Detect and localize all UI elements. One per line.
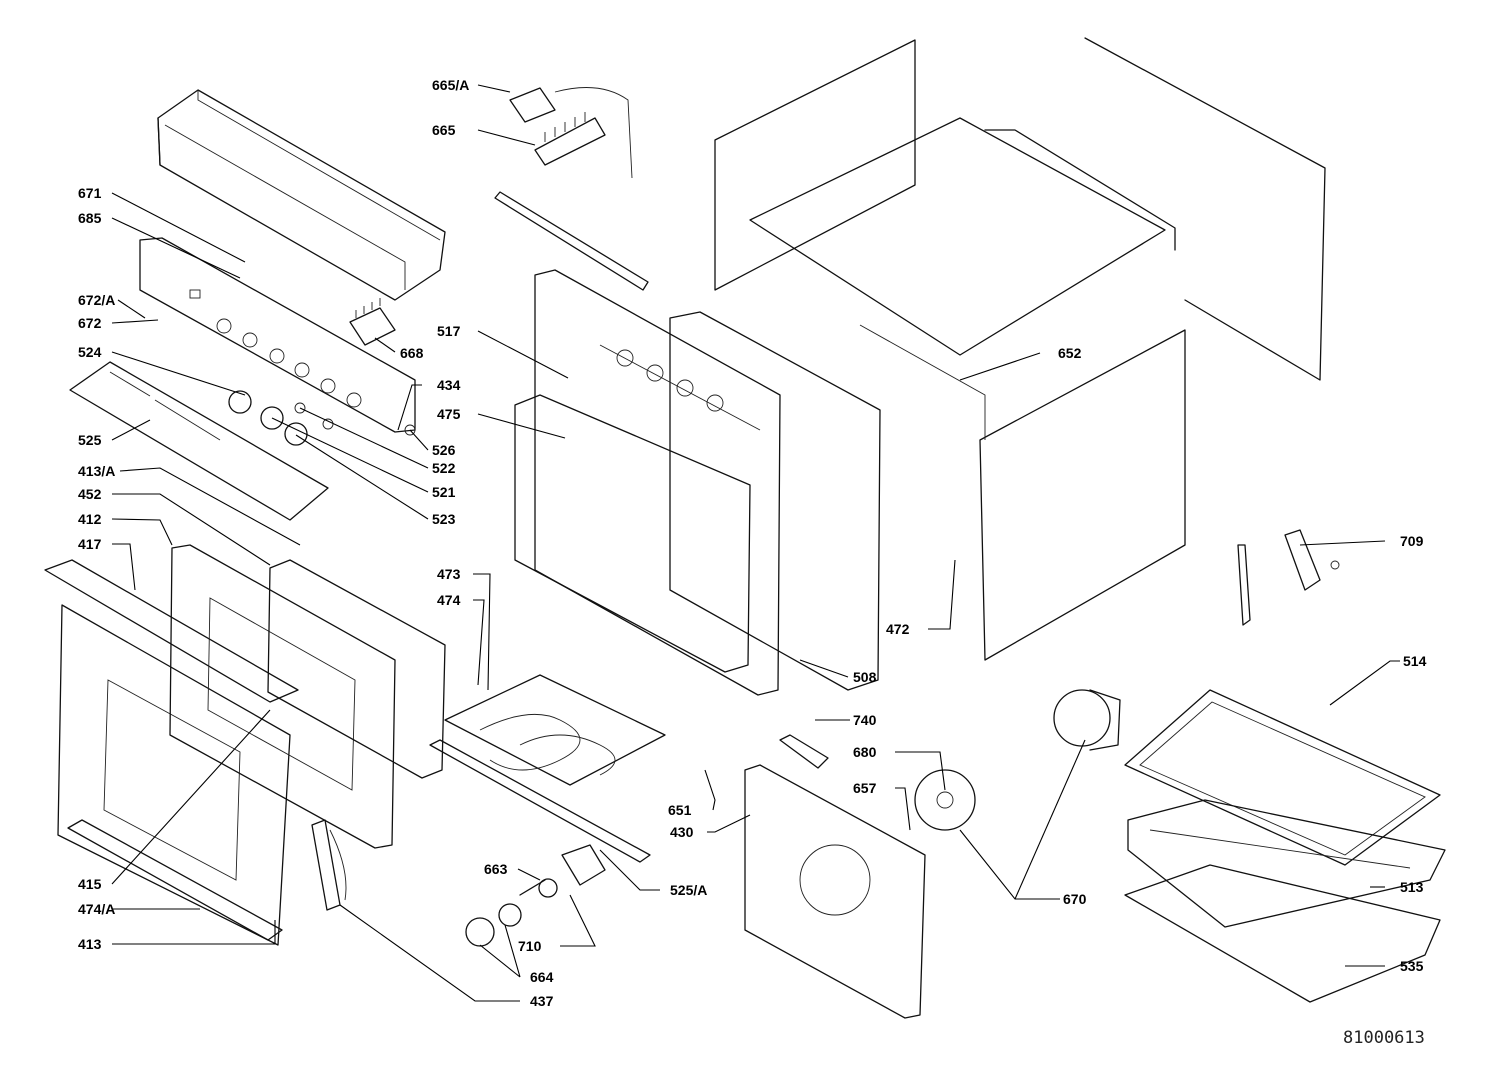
- label-709: 709: [1400, 533, 1424, 549]
- label-665a: 665/A: [432, 77, 469, 93]
- label-652: 652: [1058, 345, 1082, 361]
- top-cover-part: [157, 89, 446, 301]
- label-524: 524: [78, 344, 102, 360]
- label-437: 437: [530, 993, 554, 1009]
- label-526: 526: [432, 442, 456, 458]
- label-513: 513: [1400, 879, 1424, 895]
- label-668: 668: [400, 345, 424, 361]
- door-outer-glass-part: [44, 559, 299, 946]
- label-417: 417: [78, 536, 102, 552]
- bracket-part: [779, 734, 829, 769]
- label-514: 514: [1403, 653, 1427, 669]
- heating-element-part: [444, 674, 666, 786]
- label-665: 665: [432, 122, 456, 138]
- label-680: 680: [853, 744, 877, 760]
- label-517: 517: [437, 323, 461, 339]
- label-521: 521: [432, 484, 456, 500]
- label-475: 475: [437, 406, 461, 422]
- label-522: 522: [432, 460, 456, 476]
- leader-lines: [111, 84, 1400, 1002]
- fan-motor-part: [1053, 689, 1121, 751]
- label-472: 472: [886, 621, 910, 637]
- part-labels: 665/A 665 671 685 672/A 672 668 524 434 …: [78, 77, 1427, 1009]
- label-672: 672: [78, 315, 102, 331]
- label-671: 671: [78, 185, 102, 201]
- label-474a: 474/A: [78, 901, 115, 917]
- door-inner-panel-part: [169, 544, 396, 849]
- label-412: 412: [78, 511, 102, 527]
- rail-part: [494, 191, 649, 291]
- door-glass-frame-part: [267, 559, 446, 779]
- label-663: 663: [484, 861, 508, 877]
- grill-rack-part: [1127, 799, 1446, 928]
- label-710: 710: [518, 938, 542, 954]
- label-430: 430: [670, 824, 694, 840]
- bottom-rail-part: [429, 739, 651, 863]
- label-473: 473: [437, 566, 461, 582]
- label-508: 508: [853, 669, 877, 685]
- label-413: 413: [78, 936, 102, 952]
- outer-housing-part: [714, 37, 1326, 661]
- hinge-part: [311, 819, 347, 911]
- document-number: 81000613: [1343, 1028, 1425, 1048]
- label-415: 415: [78, 876, 102, 892]
- label-664: 664: [530, 969, 554, 985]
- side-rail-part: [1237, 529, 1340, 626]
- label-452: 452: [78, 486, 102, 502]
- label-685: 685: [78, 210, 102, 226]
- label-474: 474: [437, 592, 461, 608]
- label-670: 670: [1063, 891, 1087, 907]
- switch-block-part: [349, 298, 396, 346]
- label-657: 657: [853, 780, 877, 796]
- label-525a: 525/A: [670, 882, 707, 898]
- rear-panel-part: [744, 764, 926, 1019]
- thermostat-selector-part: [509, 87, 633, 179]
- lamp-assembly-part: [465, 844, 606, 947]
- label-740: 740: [853, 712, 877, 728]
- fan-part: [914, 769, 976, 831]
- label-672a: 672/A: [78, 292, 115, 308]
- label-413a: 413/A: [78, 463, 115, 479]
- baking-tray-part: [1124, 689, 1441, 866]
- label-525: 525: [78, 432, 102, 448]
- label-651: 651: [668, 802, 692, 818]
- drip-tray-part: [1124, 864, 1441, 1003]
- trim-strip-part: [69, 361, 329, 521]
- oven-cavity-part: [514, 269, 881, 696]
- label-523: 523: [432, 511, 456, 527]
- label-535: 535: [1400, 958, 1424, 974]
- label-434: 434: [437, 377, 461, 393]
